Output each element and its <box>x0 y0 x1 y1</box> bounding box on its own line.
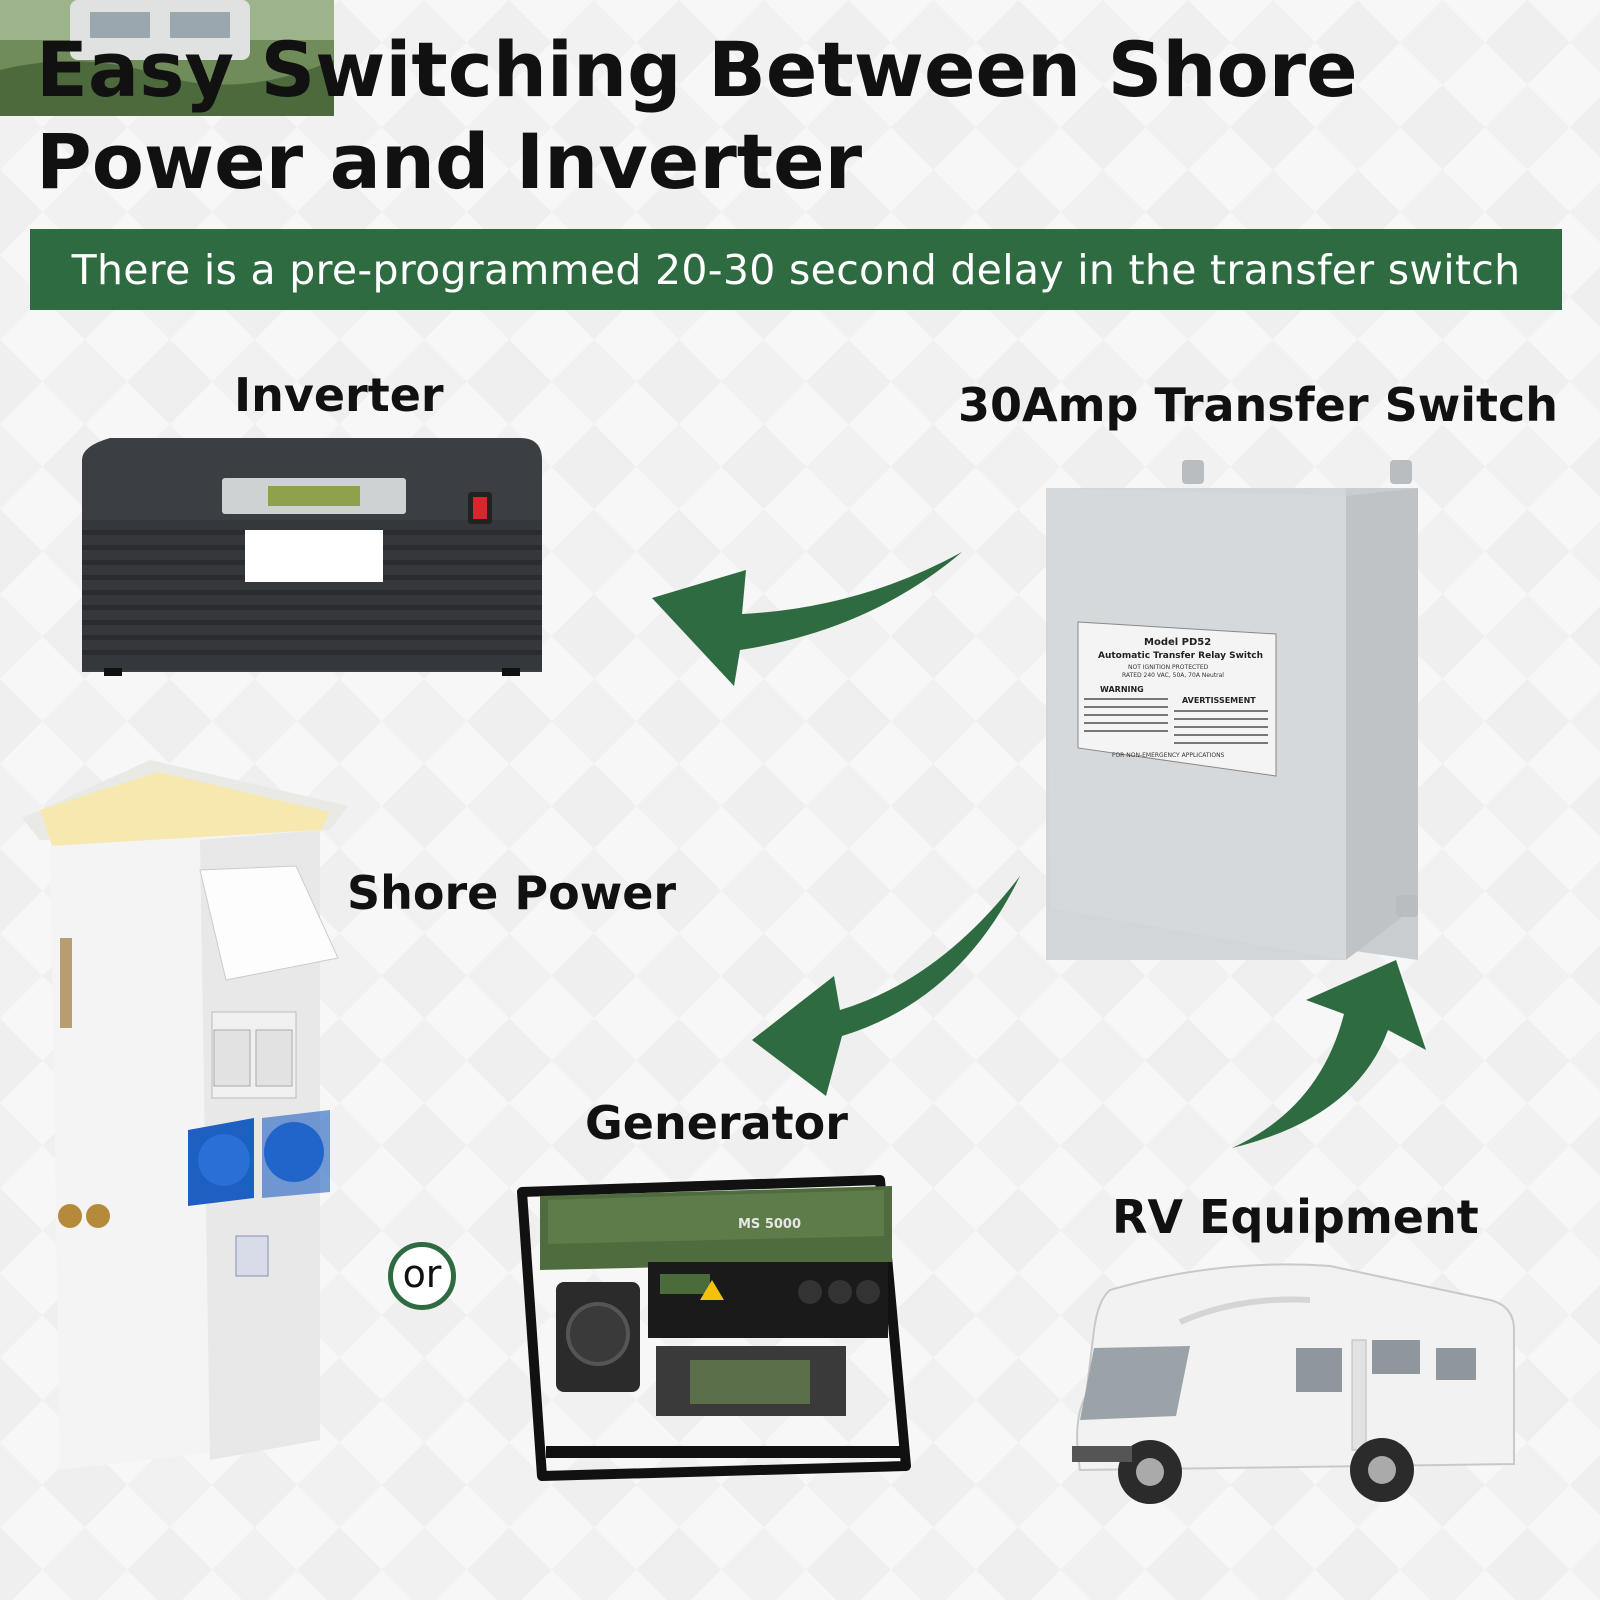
rv-equipment-label: RV Equipment <box>1112 1190 1479 1244</box>
switch-name-text: Automatic Transfer Relay Switch <box>1098 651 1263 661</box>
arrow-to-inverter <box>652 552 962 686</box>
switch-avertissement-text: AVERTISSEMENT <box>1182 696 1256 705</box>
delay-banner: There is a pre-programmed 20-30 second d… <box>30 229 1562 310</box>
transfer-switch-label: 30Amp Transfer Switch <box>958 378 1558 432</box>
generator-model-text: MS 5000 <box>738 1217 801 1232</box>
switch-model-text: Model PD52 <box>1144 637 1211 648</box>
shore-power-pedestal-image <box>22 760 348 1470</box>
switch-warning-text: WARNING <box>1100 685 1144 694</box>
inverter-label: Inverter <box>234 368 444 422</box>
switch-footer-text: FOR NON-EMERGENCY APPLICATIONS <box>1112 752 1225 759</box>
switch-line2-text: RATED 240 VAC, 50A, 70A Neutral <box>1122 672 1224 679</box>
rv-thumbnail-photo <box>0 0 334 116</box>
rv-image <box>1072 1263 1515 1504</box>
generator-label: Generator <box>585 1096 848 1150</box>
or-badge: or <box>388 1242 456 1310</box>
inverter-image <box>82 438 542 676</box>
switch-line1-text: NOT IGNITION PROTECTED <box>1128 664 1209 671</box>
transfer-switch-image: Model PD52 Automatic Transfer Relay Swit… <box>1046 460 1418 960</box>
page-title: Easy Switching Between Shore Power and I… <box>36 25 1358 206</box>
or-text: or <box>402 1252 442 1296</box>
arrow-to-transfer-switch <box>1232 960 1426 1148</box>
banner-text: There is a pre-programmed 20-30 second d… <box>71 245 1521 294</box>
shore-power-label: Shore Power <box>347 866 677 920</box>
arrow-to-generator <box>752 876 1020 1096</box>
generator-image: MS 5000 <box>517 1175 911 1481</box>
